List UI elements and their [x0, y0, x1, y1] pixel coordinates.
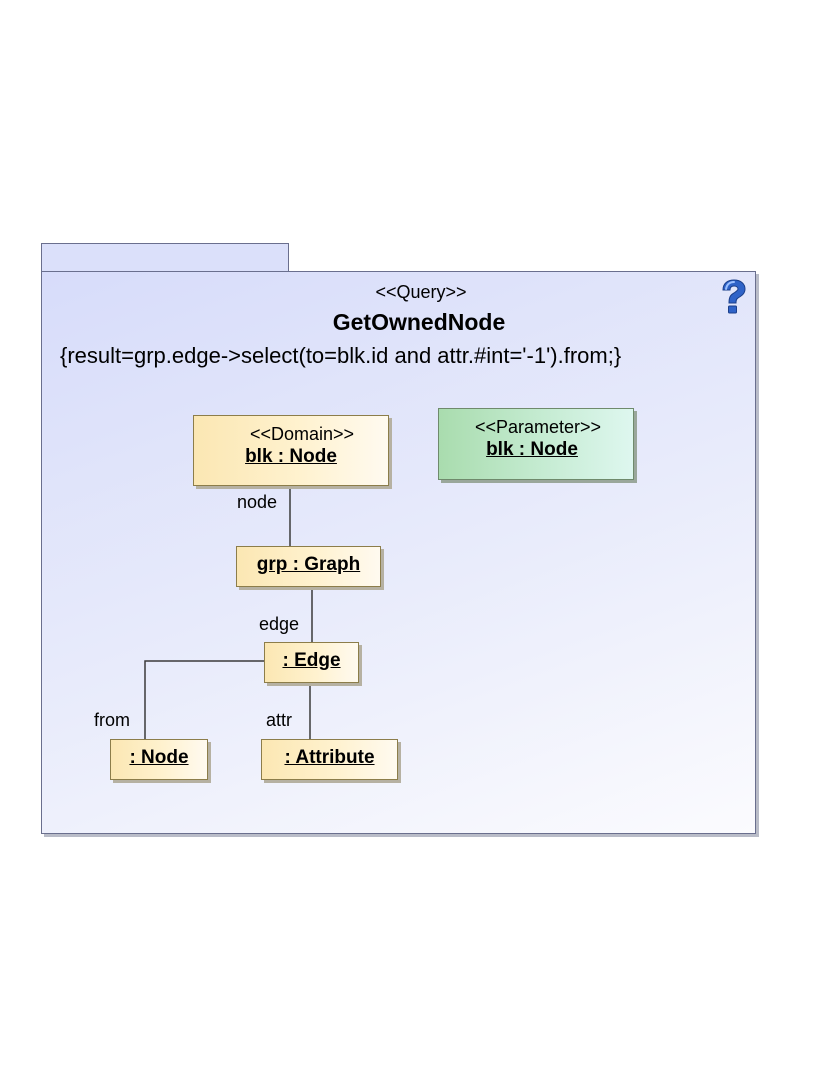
query-constraint[interactable]: {result=grp.edge->select(to=blk.id and a… [60, 343, 622, 368]
role-label-attr: attr [266, 710, 293, 730]
parameter-stereotype: <<Parameter>> [474, 417, 602, 437]
node-object-box[interactable]: : Node [110, 739, 208, 780]
parameter-object-box[interactable]: <<Parameter>> blk : Node [438, 408, 634, 480]
attribute-object-box[interactable]: : Attribute [261, 739, 398, 780]
domain-object-label: blk : Node [245, 446, 337, 467]
question-mark-icon[interactable] [718, 279, 748, 315]
role-label-node: node [237, 492, 278, 512]
edge-object-label: : Edge [282, 650, 341, 671]
query-name[interactable]: GetOwnedNode [332, 309, 506, 335]
role-label-from: from [94, 710, 130, 730]
attribute-object-label: : Attribute [284, 747, 375, 768]
role-label-edge: edge [259, 614, 300, 634]
domain-stereotype: <<Domain>> [249, 424, 355, 444]
domain-object-box[interactable]: <<Domain>> blk : Node [193, 415, 389, 486]
graph-object-label: grp : Graph [256, 554, 361, 575]
edge-object-box[interactable]: : Edge [264, 642, 359, 683]
graph-object-box[interactable]: grp : Graph [236, 546, 381, 587]
node-object-label: : Node [129, 747, 189, 768]
frame-tab [41, 243, 289, 272]
link-edge-node [144, 660, 265, 740]
query-stereotype: <<Query>> [375, 282, 467, 302]
parameter-object-label: blk : Node [486, 439, 578, 460]
